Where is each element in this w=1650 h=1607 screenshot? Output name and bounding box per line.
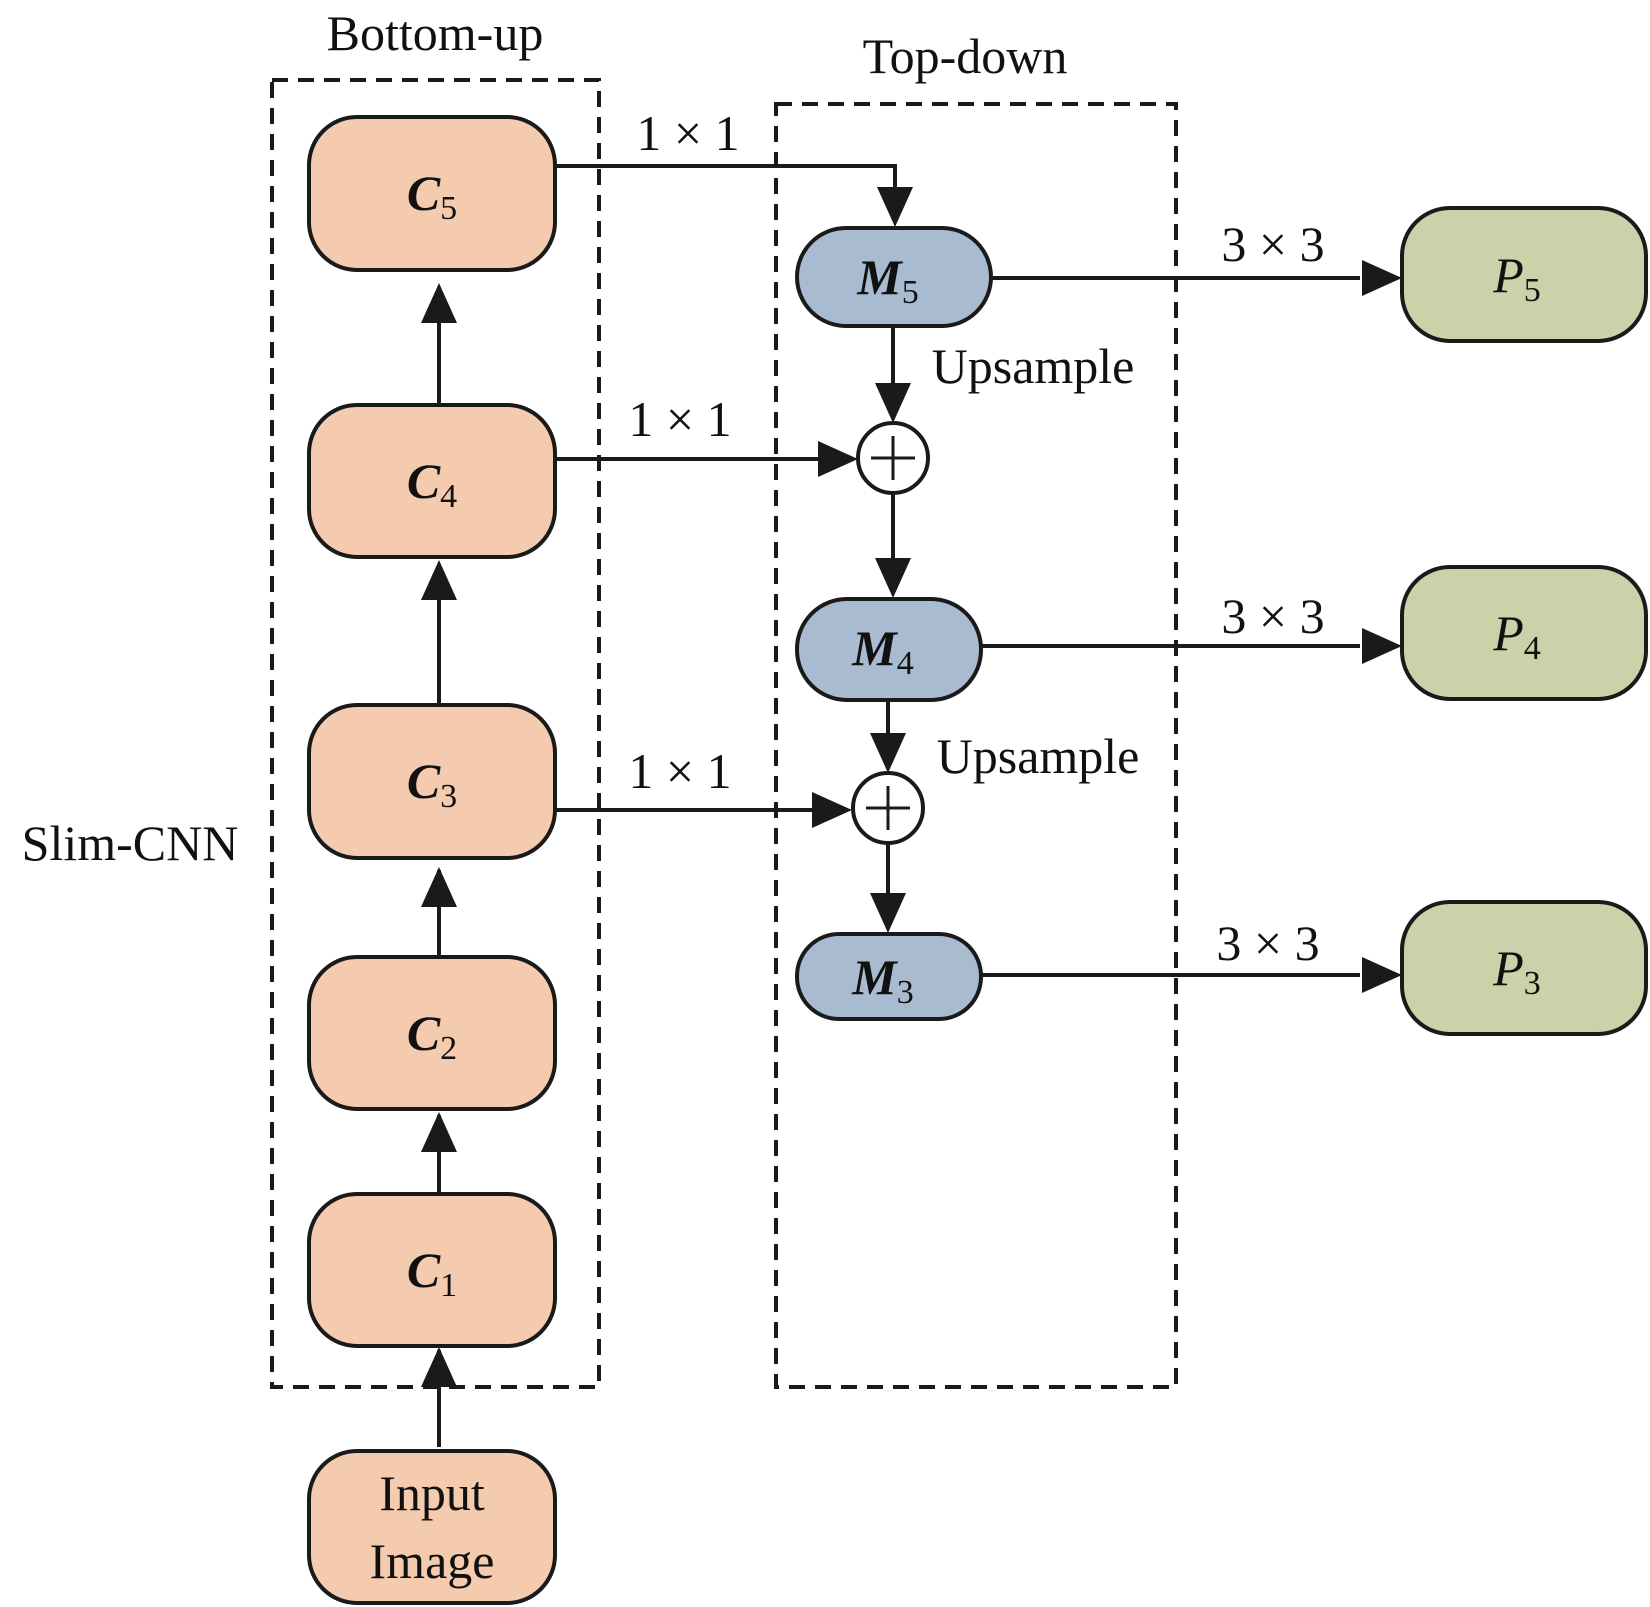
node-c1-box — [307, 1192, 557, 1348]
node-p5-label: P5 — [1492, 247, 1541, 309]
lateral-lines — [555, 164, 897, 812]
node-c5: C5 — [307, 115, 557, 272]
conv3x3-label-p4: 3 × 3 — [1221, 588, 1324, 644]
top-down-group-box — [774, 102, 1178, 1389]
node-c2: C2 — [307, 955, 557, 1111]
sum-node-2 — [851, 771, 925, 845]
node-p3-box — [1400, 900, 1648, 1036]
node-m3-box — [795, 932, 983, 1021]
sum-node-1 — [856, 421, 930, 495]
conv1x1-label-c3: 1 × 1 — [628, 743, 731, 799]
bottom-up-arrowheads — [421, 283, 457, 1387]
node-m4-label: M4 — [851, 620, 913, 682]
node-p5: P5 — [1400, 206, 1648, 343]
conv1x1-label-c4: 1 × 1 — [628, 391, 731, 447]
node-c4-box — [307, 403, 557, 559]
conv3x3-label-p5: 3 × 3 — [1221, 216, 1324, 272]
node-c3-box — [307, 703, 557, 860]
node-m5: M5 — [795, 226, 993, 328]
node-c2-box — [307, 955, 557, 1111]
upsample-label-2: Upsample — [937, 728, 1140, 784]
lateral-c5-to-m5 — [555, 164, 897, 195]
output-lines — [981, 276, 1360, 977]
node-c3-label: C3 — [407, 753, 457, 815]
output-arrowheads — [1362, 260, 1402, 993]
node-m3: M3 — [795, 932, 983, 1021]
node-p3-label: P3 — [1492, 940, 1541, 1002]
node-m4: M4 — [795, 597, 983, 702]
input-image-line1: Input — [379, 1465, 485, 1521]
top-down-title: Top-down — [863, 28, 1068, 84]
input-image-box — [307, 1449, 557, 1605]
node-p4: P4 — [1400, 565, 1648, 701]
bottom-up-title: Bottom-up — [327, 5, 544, 61]
node-c4-label: C4 — [407, 453, 457, 515]
upsample-label-1: Upsample — [932, 338, 1135, 394]
node-m5-box — [795, 226, 993, 328]
node-c3: C3 — [307, 703, 557, 860]
node-c1-label: C1 — [407, 1242, 457, 1304]
conv1x1-label-c5: 1 × 1 — [636, 105, 739, 161]
input-image-line2: Image — [370, 1533, 495, 1589]
node-m3-label: M3 — [851, 949, 913, 1011]
node-c2-label: C2 — [407, 1005, 457, 1067]
node-p4-box — [1400, 565, 1648, 701]
node-m5-label: M5 — [856, 249, 918, 311]
node-c4: C4 — [307, 403, 557, 559]
node-c5-box — [307, 115, 557, 272]
conv3x3-label-p3: 3 × 3 — [1216, 915, 1319, 971]
top-down-arrowheads — [870, 383, 911, 933]
slim-cnn-label: Slim-CNN — [22, 815, 239, 871]
node-c1: C1 — [307, 1192, 557, 1348]
node-c5-label: C5 — [407, 165, 457, 227]
node-p5-box — [1400, 206, 1648, 343]
node-input-image: Input Image — [307, 1449, 557, 1605]
node-p4-label: P4 — [1492, 605, 1541, 667]
node-m4-box — [795, 597, 983, 702]
lateral-arrowheads — [812, 187, 913, 828]
node-p3: P3 — [1400, 900, 1648, 1036]
